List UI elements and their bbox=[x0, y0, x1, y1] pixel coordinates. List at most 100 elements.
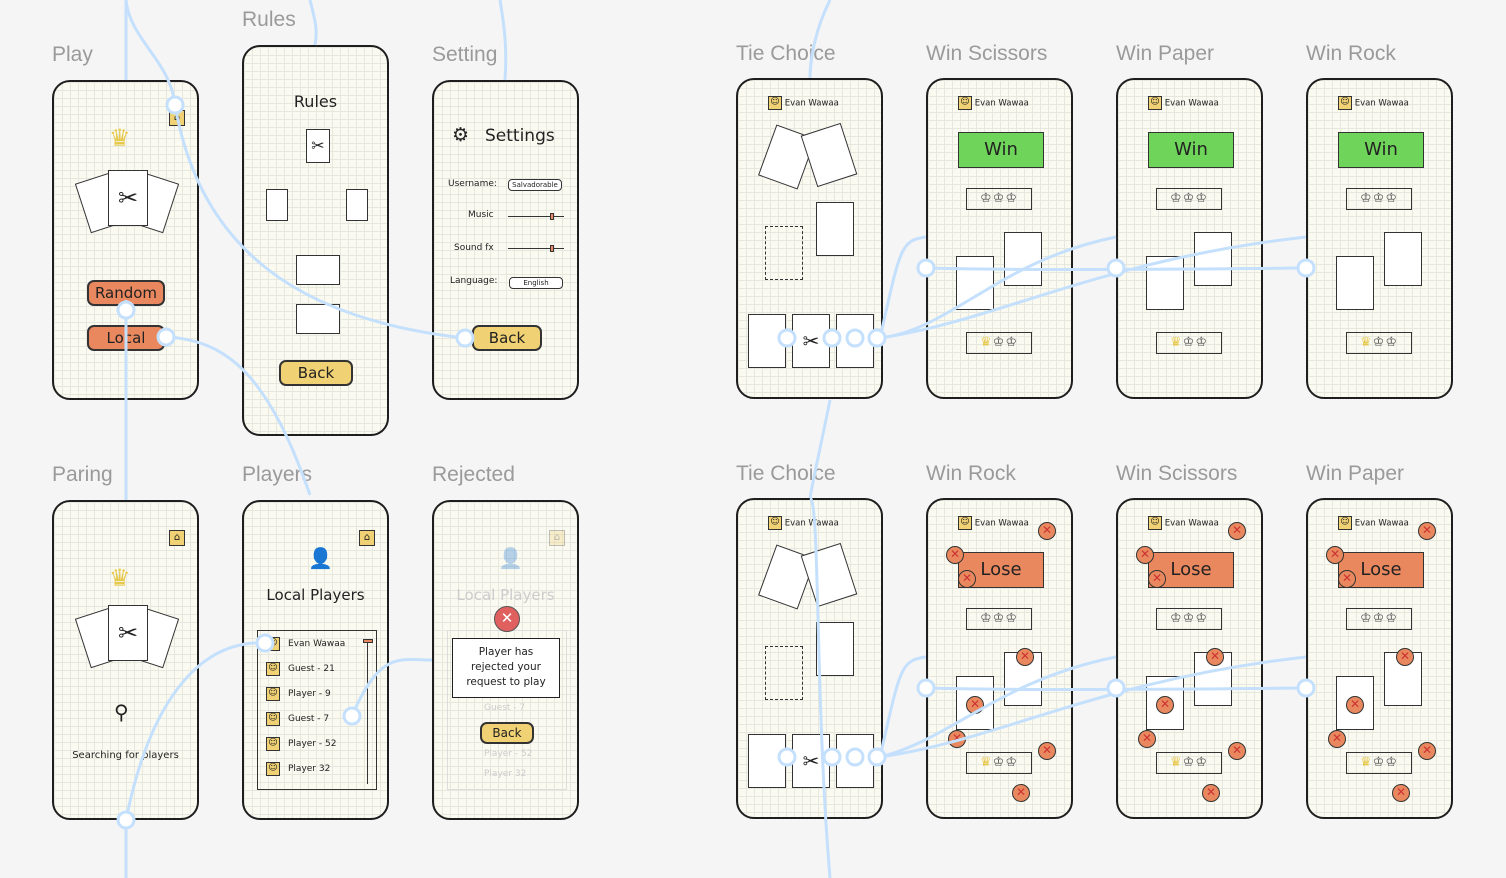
frame-label-lose_paper: Win Paper bbox=[1306, 462, 1405, 485]
opponent-score: ♔♔♔ bbox=[966, 188, 1032, 210]
local-button[interactable]: Local bbox=[87, 325, 165, 351]
close-icon: ✕ bbox=[1392, 784, 1410, 802]
opponent-card bbox=[1194, 232, 1232, 286]
scissors-card-icon: ✂ bbox=[306, 129, 330, 163]
list-item[interactable]: ☺Evan Wawaa bbox=[258, 631, 376, 656]
player-name: Player - 9 bbox=[288, 688, 331, 699]
frame-tie-top[interactable]: ☺ Evan Wawaa ✂ bbox=[736, 78, 883, 399]
frame-label-players: Players bbox=[242, 463, 313, 486]
list-item[interactable]: ☺ Player - 9 bbox=[258, 681, 376, 706]
username-input[interactable]: Salvadorable bbox=[508, 179, 562, 191]
frame-label-win_paper: Win Paper bbox=[1116, 42, 1215, 65]
empty-slot bbox=[765, 226, 803, 280]
error-icon: ✕ bbox=[494, 606, 520, 632]
crown-icon: ♛ bbox=[109, 564, 131, 592]
player-card bbox=[956, 256, 994, 310]
home-icon[interactable]: ⌂ bbox=[169, 110, 185, 126]
music-label: Music bbox=[468, 210, 494, 220]
list-item[interactable]: ☺Guest - 7 bbox=[258, 706, 376, 731]
player-name: Evan Wawaa bbox=[1354, 518, 1409, 529]
back-button[interactable]: Back bbox=[472, 325, 542, 351]
player-name: Evan Wawaa bbox=[974, 98, 1029, 109]
random-button[interactable]: Random bbox=[87, 280, 165, 306]
scrollbar[interactable] bbox=[362, 639, 373, 784]
frame-play[interactable]: ⌂ ♛ ✂ Random Local bbox=[52, 80, 199, 400]
card-back bbox=[800, 542, 858, 608]
avatar: ☺ bbox=[768, 96, 782, 110]
close-icon: ✕ bbox=[1228, 742, 1246, 760]
back-button[interactable]: Back bbox=[480, 722, 534, 744]
avatar: ☺ bbox=[266, 736, 280, 751]
home-icon: ⌂ bbox=[549, 530, 565, 546]
close-icon: ✕ bbox=[958, 570, 976, 588]
close-icon: ✕ bbox=[1012, 784, 1030, 802]
avatar: ☺ bbox=[1338, 96, 1352, 110]
language-select[interactable]: English bbox=[509, 277, 563, 289]
username-label: Username: bbox=[448, 179, 497, 189]
home-icon[interactable]: ⌂ bbox=[359, 530, 375, 546]
opponent-score: ♔♔♔ bbox=[1156, 608, 1222, 630]
avatar: ☺ bbox=[958, 96, 972, 110]
card-scissors: ✂ bbox=[108, 170, 148, 226]
player-name: Evan Wawaa bbox=[784, 518, 839, 529]
frame-players[interactable]: ⌂ 👤 Local Players ☺Evan Wawaa ☺Guest - 2… bbox=[242, 500, 389, 820]
home-icon[interactable]: ⌂ bbox=[169, 530, 185, 546]
paper-vs-rock-icon bbox=[296, 255, 340, 285]
avatar: ☺ bbox=[958, 516, 972, 530]
player-name: Evan Wawaa bbox=[288, 638, 346, 649]
back-button[interactable]: Back bbox=[279, 360, 353, 386]
searching-status: Searching for players bbox=[72, 750, 179, 761]
frame-label-lose_rock: Win Rock bbox=[926, 462, 1016, 485]
player-score: ♛♔♔ bbox=[966, 332, 1032, 354]
paper-choice[interactable] bbox=[748, 314, 786, 368]
scissors-choice[interactable]: ✂ bbox=[792, 734, 830, 788]
card-back bbox=[800, 122, 858, 188]
local-players-title: Local Players bbox=[266, 586, 365, 604]
player-name: Evan Wawaa bbox=[1164, 98, 1219, 109]
close-icon: ✕ bbox=[1338, 570, 1356, 588]
sound-slider[interactable] bbox=[508, 245, 564, 252]
players-list[interactable]: ☺Evan Wawaa ☺Guest - 21 ☺Player - 9 ☺Gue… bbox=[257, 630, 377, 790]
opponent-card bbox=[816, 202, 854, 256]
player-score: ♛♔♔ bbox=[1346, 752, 1412, 774]
player-header: ☺ Evan Wawaa bbox=[1338, 516, 1409, 530]
close-icon: ✕ bbox=[1038, 742, 1056, 760]
search-icon: ⚲ bbox=[114, 700, 129, 724]
opponent-card bbox=[1004, 232, 1042, 286]
scissors-choice[interactable]: ✂ bbox=[792, 314, 830, 368]
frame-setting[interactable]: ⚙ Settings Username: Salvadorable Music … bbox=[432, 80, 579, 400]
opponent-score: ♔♔♔ bbox=[1346, 188, 1412, 210]
player-name: Guest - 7 bbox=[288, 713, 330, 724]
rock-choice[interactable] bbox=[836, 314, 874, 368]
frame-tie-bottom[interactable]: ☺ Evan Wawaa ✂ bbox=[736, 498, 883, 819]
player-score: ♛♔♔ bbox=[966, 752, 1032, 774]
close-icon: ✕ bbox=[1038, 522, 1056, 540]
list-item[interactable]: ☺Player - 52 bbox=[258, 731, 376, 756]
list-item[interactable]: ☺Player 32 bbox=[258, 756, 376, 781]
faded-item: Guest - 7 bbox=[484, 703, 526, 713]
music-slider[interactable] bbox=[508, 213, 564, 220]
player-header: ☺ Evan Wawaa bbox=[768, 96, 839, 110]
frame-label-tie_top: Tie Choice bbox=[736, 42, 836, 65]
scissors-vs-paper-icon bbox=[296, 304, 340, 334]
avatar: ☺ bbox=[1148, 516, 1162, 530]
rejection-message: Player has rejected your request to play bbox=[452, 638, 560, 698]
rock-choice[interactable] bbox=[836, 734, 874, 788]
frame-paring[interactable]: ⌂ ♛ ✂ ⚲ Searching for players bbox=[52, 500, 199, 820]
avatar: ☺ bbox=[266, 686, 280, 701]
avatar: ☺ bbox=[1338, 516, 1352, 530]
frame-rejected[interactable]: ⌂ 👤 Local Players Guest - 7 Player - 52 … bbox=[432, 500, 579, 820]
user-icon: 👤 bbox=[308, 546, 333, 570]
list-item[interactable]: ☺Guest - 21 bbox=[258, 656, 376, 681]
paper-choice[interactable] bbox=[748, 734, 786, 788]
close-icon: ✕ bbox=[1138, 730, 1156, 748]
frame-rules[interactable]: Rules ✂ Back bbox=[242, 45, 389, 436]
player-header: ☺ Evan Wawaa bbox=[1148, 516, 1219, 530]
settings-title: Settings bbox=[485, 126, 555, 146]
